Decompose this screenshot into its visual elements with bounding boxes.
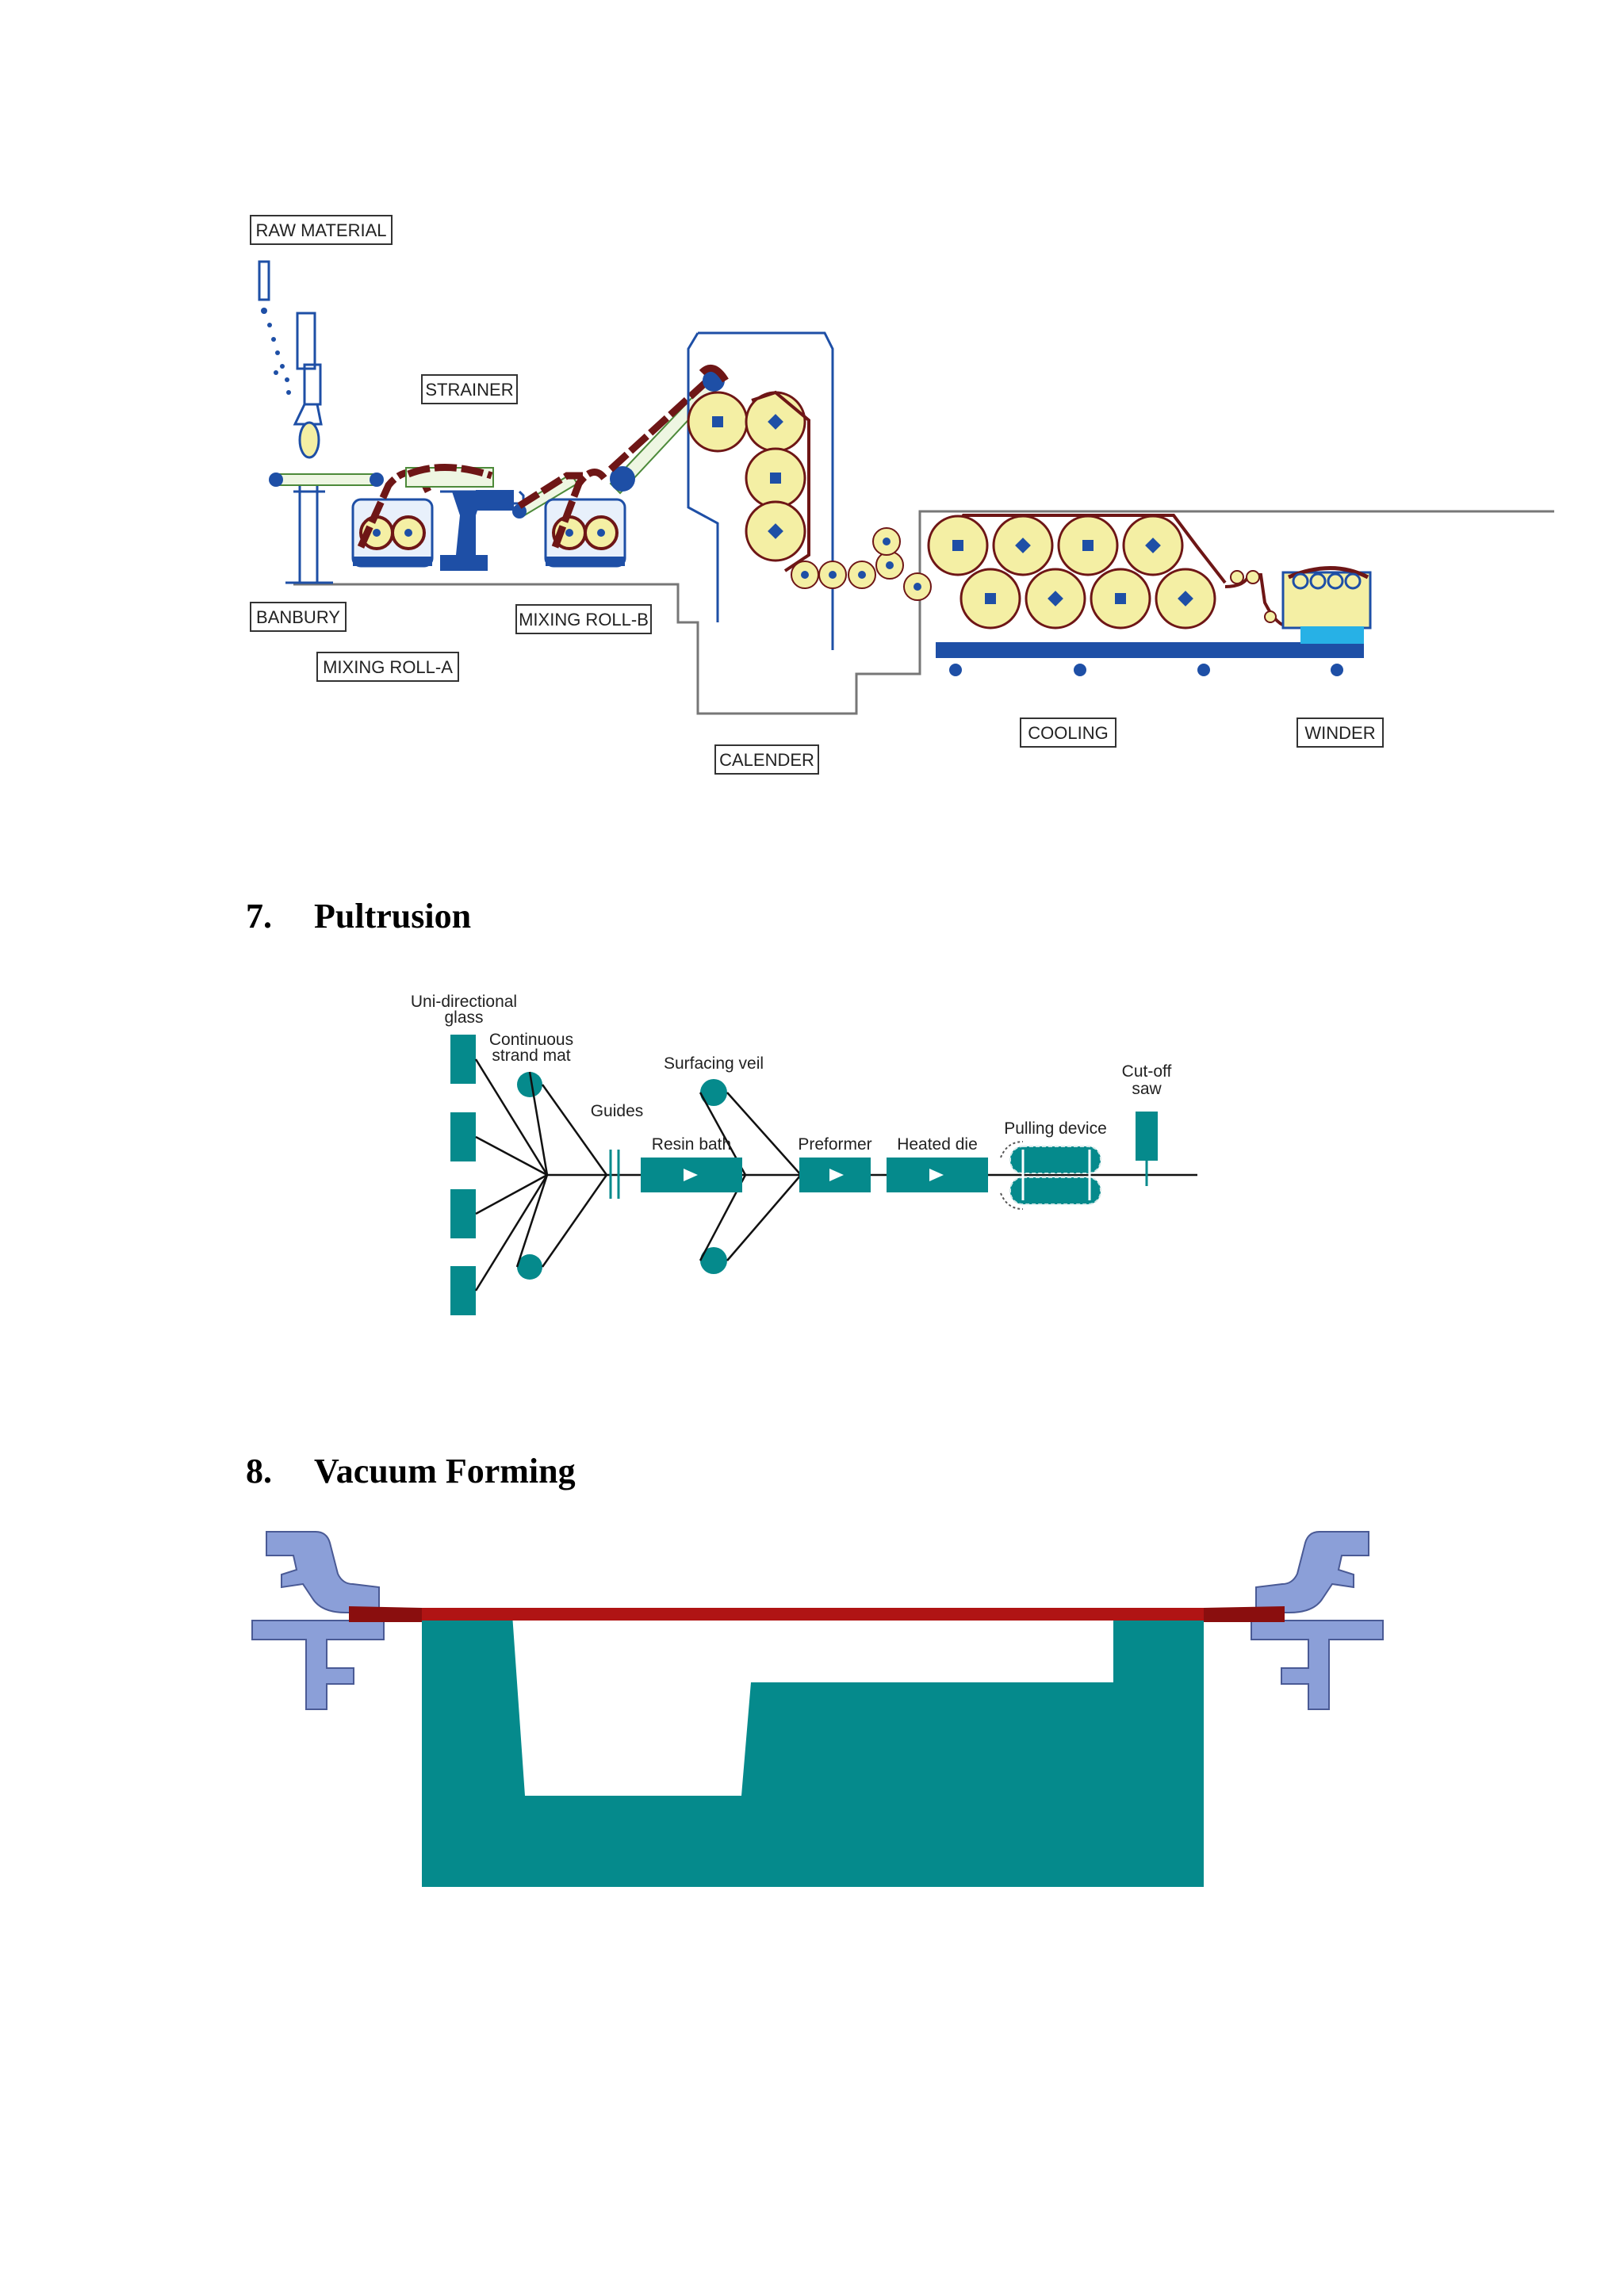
conveyor-1 [269,473,384,487]
vacuum-mold [422,1614,1204,1887]
section-title: Vacuum Forming [314,1452,576,1490]
label-strand-mat: strand mat [492,1047,570,1065]
strip-mixing-a [357,469,432,549]
label-winder: WINDER [1304,723,1375,743]
label-guides: Guides [591,1102,644,1120]
calender-rolls [687,364,932,601]
strand-mat-rolls [517,1072,542,1280]
label-glass: glass [444,1008,483,1027]
label-heated-die: Heated die [897,1135,978,1154]
banbury-machine [285,312,333,584]
section-number: 8. [246,1452,272,1490]
label-calender: CALENDER [719,750,814,770]
label-surfacing-veil: Surfacing veil [664,1054,764,1073]
pultrusion-diagram: Uni-directional glass Continuous strand … [411,993,1197,1315]
label-saw: saw [1132,1080,1162,1098]
glass-creels [450,1035,476,1315]
section-title: Pultrusion [314,897,472,936]
heated-die [887,1158,988,1192]
label-banbury: BANBURY [256,607,340,627]
left-clamp [251,1531,385,1710]
label-continuous: Continuous [489,1031,573,1049]
strainer-machine [405,463,525,571]
surfacing-veil-rolls [700,1079,727,1274]
section-number: 7. [246,897,272,936]
label-resin-bath: Resin bath [652,1135,731,1154]
calender-label-boxes [250,215,1384,775]
cooling-base [936,642,1364,676]
label-uni-directional: Uni-directional [411,993,517,1011]
preformer [799,1158,871,1192]
resin-bath [641,1158,742,1192]
raw-material-hopper [258,260,291,395]
calender-housing [687,331,834,650]
label-raw-material: RAW MATERIAL [255,220,386,240]
label-strainer: STRAINER [425,380,513,400]
sheet-edge-right [1204,1606,1285,1622]
cut-off-saw [1136,1112,1158,1186]
sheet-edge-left [349,1606,422,1622]
label-pulling-device: Pulling device [1004,1119,1107,1138]
label-mixing-roll-a: MIXING ROLL-A [323,657,453,677]
guides [609,1150,620,1199]
winder-machine [1224,566,1372,644]
right-clamp [1251,1531,1384,1710]
label-cut-off: Cut-off [1122,1062,1172,1081]
pulling-device [1000,1141,1101,1210]
label-mixing-roll-b: MIXING ROLL-B [519,610,649,629]
label-cooling: COOLING [1028,723,1108,743]
strip-mixing-b [551,469,607,549]
calendering-diagram: RAW MATERIAL STRAINER BANBURY MIXING ROL… [250,215,1554,775]
label-preformer: Preformer [798,1135,871,1154]
cooling-rolls [927,514,1227,629]
plastic-sheet [349,1608,1285,1621]
